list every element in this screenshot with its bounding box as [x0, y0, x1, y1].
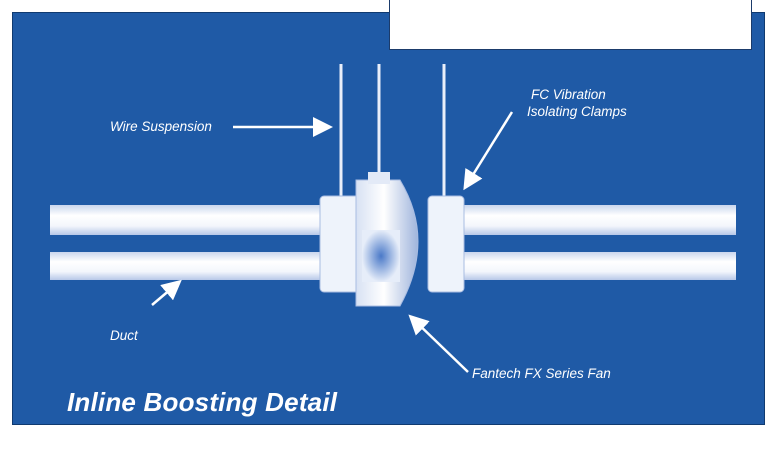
wire-suspension-label: Wire Suspension [110, 119, 212, 134]
duct-arrow [151, 279, 182, 306]
fc-clamps-label-line1: FC Vibration [531, 87, 606, 102]
fan-label: Fantech FX Series Fan [472, 366, 611, 381]
leader-arrows [151, 111, 514, 373]
inline-fan [355, 172, 419, 307]
fan-arrow [408, 314, 469, 373]
vibration-clamps [319, 195, 465, 293]
fc-clamps-label-line2: Isolating Clamps [527, 104, 627, 119]
wire-suspension-lines [339, 64, 446, 196]
header-box [389, 0, 752, 50]
page-title: Inline Boosting Detail [67, 387, 338, 417]
clamps-arrow [463, 111, 514, 191]
duct-pipe [50, 205, 736, 280]
duct-label: Duct [110, 328, 138, 343]
